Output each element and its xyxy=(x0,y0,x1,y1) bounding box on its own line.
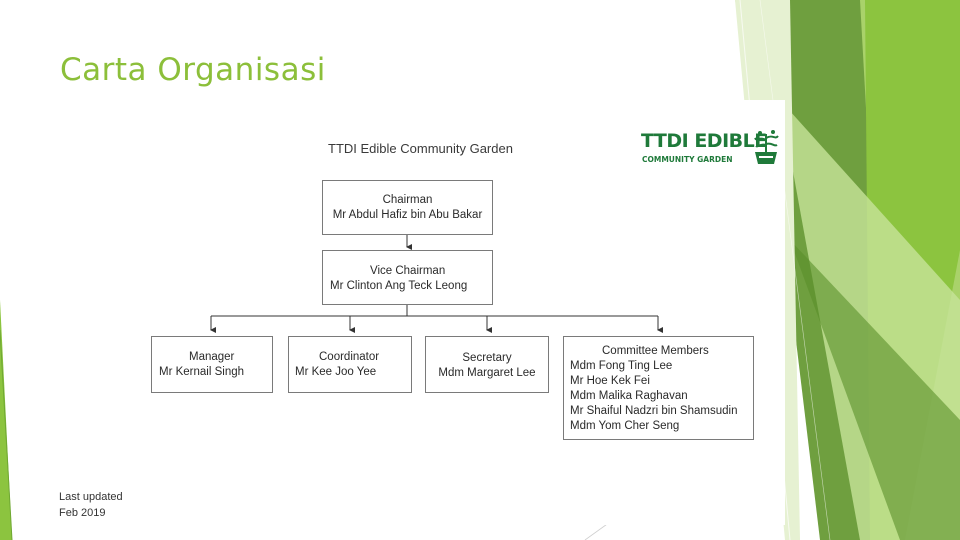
committee-box: Committee Members Mdm Fong Ting Lee Mr H… xyxy=(563,336,754,440)
secretary-name: Mdm Margaret Lee xyxy=(438,367,536,379)
secretary-role: Secretary xyxy=(462,352,512,364)
committee-member: Mr Hoe Kek Fei xyxy=(570,375,650,387)
diagram-title: TTDI Edible Community Garden xyxy=(328,141,513,156)
manager-box: Manager Mr Kernail Singh xyxy=(151,336,273,393)
chairman-role: Chairman xyxy=(382,194,433,206)
committee-member: Mr Shaiful Nadzri bin Shamsudin xyxy=(570,405,738,417)
committee-member: Mdm Malika Raghavan xyxy=(570,390,688,402)
slide-title: Carta Organisasi xyxy=(60,52,326,88)
secretary-box: Secretary Mdm Margaret Lee xyxy=(425,336,549,393)
logo-text: TTDI EDIBLE xyxy=(641,130,767,152)
last-updated-note: Last updated Feb 2019 xyxy=(59,489,123,521)
org-chart-panel xyxy=(125,100,785,525)
committee-member: Mdm Fong Ting Lee xyxy=(570,360,673,372)
vice-chairman-box: Vice Chairman Mr Clinton Ang Teck Leong xyxy=(322,250,493,305)
manager-name: Mr Kernail Singh xyxy=(159,366,245,378)
plant-pot-icon xyxy=(754,130,779,164)
chairman-box: Chairman Mr Abdul Hafiz bin Abu Bakar xyxy=(322,180,493,235)
coordinator-name: Mr Kee Joo Yee xyxy=(295,366,377,378)
coordinator-role: Coordinator xyxy=(319,351,380,363)
vice-chairman-role: Vice Chairman xyxy=(370,265,446,277)
logo-subtext: COMMUNITY GARDEN xyxy=(642,155,733,164)
ttdi-edible-logo: TTDI EDIBLE COMMUNITY GARDEN xyxy=(641,130,781,170)
manager-role: Manager xyxy=(189,351,235,363)
footer-line-1: Last updated xyxy=(59,491,123,503)
committee-member: Mdm Yom Cher Seng xyxy=(570,420,680,432)
vice-chairman-name: Mr Clinton Ang Teck Leong xyxy=(330,280,468,292)
chairman-name: Mr Abdul Hafiz bin Abu Bakar xyxy=(332,209,483,221)
committee-role: Committee Members xyxy=(602,345,709,357)
coordinator-box: Coordinator Mr Kee Joo Yee xyxy=(288,336,412,393)
footer-line-2: Feb 2019 xyxy=(59,507,106,519)
